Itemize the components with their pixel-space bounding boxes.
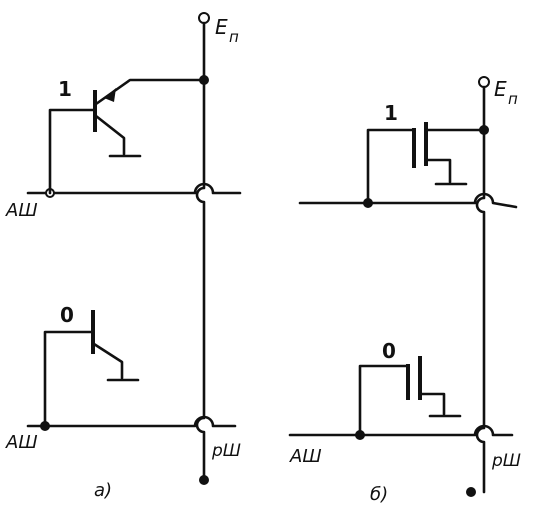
supply-terminal-a xyxy=(198,12,210,24)
mos-transistor-1 xyxy=(366,122,486,205)
empty-cell-0 xyxy=(43,310,140,428)
cell-value-bottom-a: 0 xyxy=(60,303,74,327)
address-bus-bottom-a xyxy=(26,415,237,428)
bit-line-label-b: рШ xyxy=(491,451,521,471)
bus-label-top-a: АШ xyxy=(5,200,38,221)
bit-line-a xyxy=(195,21,206,482)
circuit-a: E п 1 0 АШ АШ рШ а) xyxy=(5,12,242,501)
bipolar-transistor-1 xyxy=(48,78,206,195)
mos-cell-0 xyxy=(358,356,462,437)
cell-value-top-b: 1 xyxy=(384,101,398,125)
supply-label-a: E xyxy=(215,15,228,39)
bit-line-b xyxy=(475,85,486,494)
bit-line-terminal-a xyxy=(199,475,209,485)
supply-terminal-b xyxy=(478,76,490,88)
supply-label-b: E xyxy=(494,77,507,101)
bit-line-terminal-b xyxy=(466,487,476,497)
bit-line-label-a: рШ xyxy=(211,441,241,461)
bus-label-bottom-b: АШ xyxy=(289,446,322,467)
bus-label-bottom-a: АШ xyxy=(5,432,38,453)
address-bus-top-b xyxy=(298,192,518,209)
address-bus-top-a xyxy=(26,182,242,195)
caption-b: б) xyxy=(370,484,388,505)
cell-value-top-a: 1 xyxy=(58,77,72,101)
supply-subscript-a: п xyxy=(229,28,239,46)
address-bus-bottom-b xyxy=(288,424,514,437)
caption-a: а) xyxy=(94,480,112,501)
supply-subscript-b: п xyxy=(508,90,518,108)
circuit-b: E п 1 0 АШ рШ б) xyxy=(288,76,521,505)
cell-value-bottom-b: 0 xyxy=(382,339,396,363)
